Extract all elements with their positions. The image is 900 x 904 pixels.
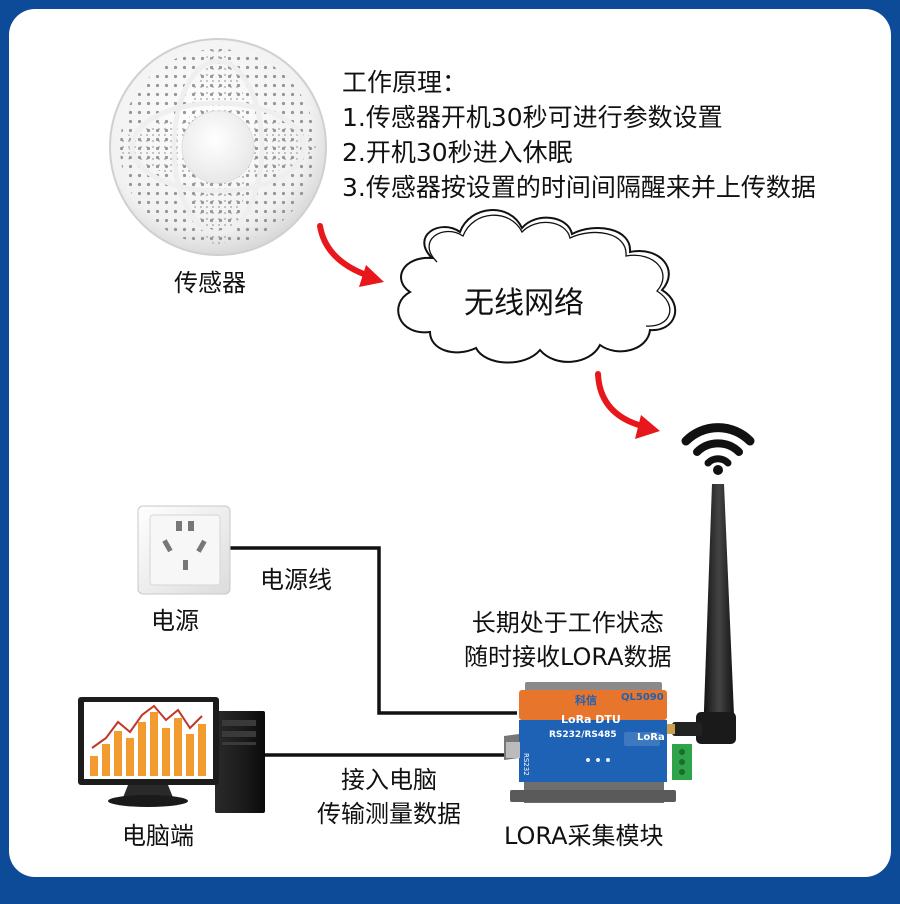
computer-label: 电脑端	[122, 822, 194, 850]
principle-step-1: 1.传感器开机30秒可进行参数设置	[342, 103, 723, 132]
module-model-text: QL5090	[621, 692, 664, 703]
principle-text-block: 工作原理： 1.传感器开机30秒可进行参数设置 2.开机30秒进入休眠 3.传感…	[342, 65, 816, 205]
computer-link-text: 接入电脑 传输测量数据	[289, 763, 489, 831]
diagram-graphics	[78, 38, 755, 813]
computer-link-line-1: 接入电脑	[341, 766, 437, 794]
principle-heading: 工作原理：	[342, 68, 468, 97]
module-label: LORA采集模块	[504, 822, 664, 850]
antenna-image	[663, 484, 736, 744]
module-status-line-2: 随时接收LORA数据	[464, 643, 672, 671]
module-port-text: RS232	[522, 753, 530, 776]
module-badge-text: LoRa	[637, 732, 665, 743]
module-status-line-1: 长期处于工作状态	[471, 609, 664, 637]
principle-step-2: 2.开机30秒进入休眠	[342, 138, 573, 167]
power-cable-line	[228, 546, 517, 715]
module-product-text: LoRa DTU	[561, 713, 621, 726]
wifi-signal-icon	[681, 423, 755, 475]
arrow-sensor-to-cloud	[317, 223, 384, 287]
cloud-label: 无线网络	[464, 286, 584, 321]
cloud-shape	[397, 209, 677, 364]
sensor-image	[109, 38, 327, 256]
power-socket-image	[137, 505, 231, 595]
computer-image	[78, 697, 265, 813]
computer-link-line-2: 传输测量数据	[317, 800, 461, 828]
lora-module-image	[504, 682, 692, 803]
sensor-label: 传感器	[174, 269, 246, 297]
bottom-border-band	[0, 877, 900, 904]
arrow-cloud-to-antenna	[595, 371, 660, 439]
module-status-text: 长期处于工作状态 随时接收LORA数据	[464, 606, 672, 674]
screen-chart	[90, 712, 206, 776]
module-brand-text: 科信	[575, 694, 597, 707]
principle-step-3: 3.传感器按设置的时间间隔醒来并上传数据	[342, 173, 816, 202]
module-interface-text: RS232/RS485	[549, 730, 617, 740]
diagram-canvas: 科信 QL5090 LoRa DTU RS232/RS485 LoRa RS23…	[9, 9, 891, 877]
power-label: 电源	[151, 607, 199, 635]
power-cable-label: 电源线	[260, 566, 332, 594]
